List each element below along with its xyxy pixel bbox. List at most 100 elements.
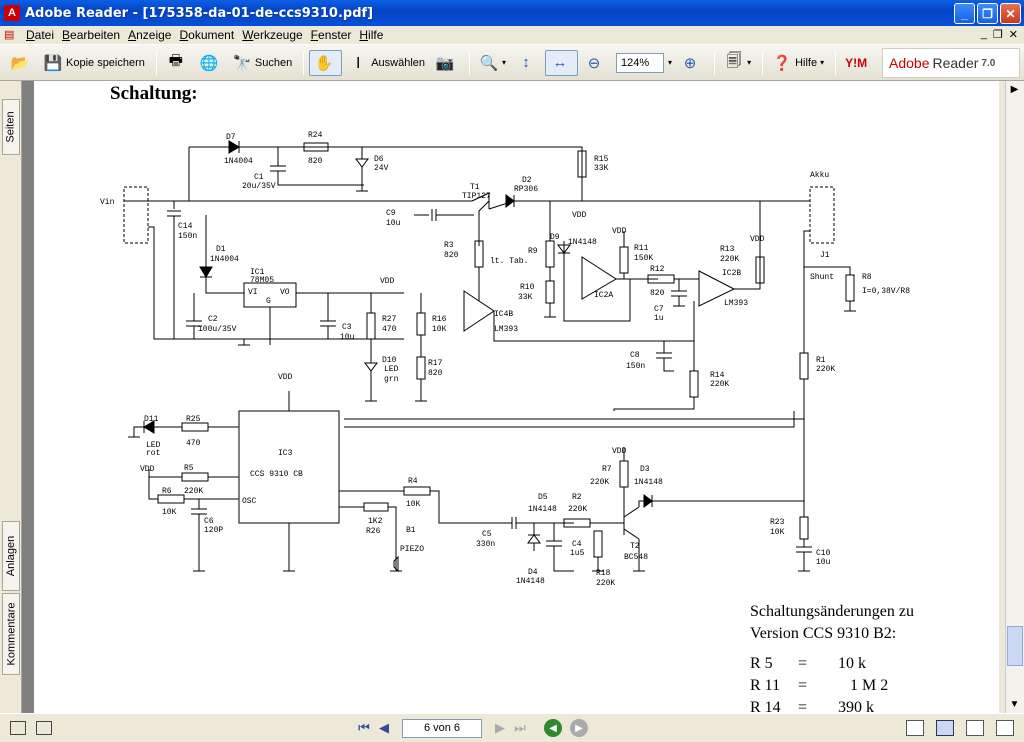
first-page-button[interactable]: ⏮ [358, 720, 370, 735]
forward-arrow-icon[interactable]: ▶ [570, 719, 588, 737]
open-button[interactable]: 📂 [6, 50, 37, 76]
b1-label: B1 [406, 526, 416, 535]
menu-dokument[interactable]: Dokument [179, 28, 235, 42]
page-indicator[interactable]: 6 von 6 [402, 718, 482, 738]
save-copy-label: Kopie speichern [66, 56, 145, 69]
c7-label: C7 [654, 305, 664, 314]
r27-value: 470 [382, 325, 397, 334]
fit-width-button[interactable]: ↔ [545, 49, 579, 76]
b1-value: PIEZO [400, 545, 424, 554]
status-bar: ⏮ ◀ 6 von 6 ▶ ⏭ ◀ ▶ [0, 713, 1024, 742]
previous-page-button[interactable]: ◀ [379, 720, 389, 735]
hand-tool-button[interactable]: ✋ [309, 49, 343, 76]
notes-title-line1: Schaltungsänderungen zu [750, 603, 914, 620]
r1-value: 220K [816, 365, 835, 374]
r11-value: 150K [634, 254, 653, 263]
facing-layout-button[interactable] [966, 720, 984, 736]
zoom-in-button[interactable]: ⊕ [676, 50, 707, 76]
zoom-in-tool-button[interactable]: 🔍▾ [475, 50, 510, 76]
tab-seiten-label: Seiten [5, 111, 18, 143]
revision-notes: Schaltungsänderungen zu Version CCS 9310… [750, 601, 914, 713]
scrollbar-thumb[interactable] [1007, 626, 1023, 666]
r14-label: R14 [710, 371, 725, 380]
adobe-reader-app-icon[interactable]: A [4, 5, 20, 21]
restore-button[interactable]: ❐ [977, 3, 998, 24]
menu-hilfe[interactable]: Hilfe [359, 28, 384, 42]
continuous-layout-button[interactable] [936, 720, 954, 736]
minimize-button[interactable]: _ [954, 3, 975, 24]
tab-seiten[interactable]: Seiten [2, 99, 20, 155]
r9-label: R9 [528, 247, 538, 256]
search-label: Suchen [254, 56, 293, 69]
r12-value: 820 [650, 289, 665, 298]
notes-ref: R 5 [750, 655, 773, 672]
r2-value: 220K [568, 505, 587, 514]
snapshot-button[interactable]: 📷 [431, 50, 462, 76]
show-navigation-icon[interactable] [10, 721, 26, 735]
d11-color: rot [146, 449, 160, 458]
r10-label: R10 [520, 283, 535, 292]
circuit-schematic: D7 1N4004 R24 820 D6 24V C1 20u/35V R15 … [100, 131, 910, 588]
doc-restore-button[interactable]: ❐ [992, 29, 1003, 41]
vdd-label-3: VDD [612, 227, 627, 236]
r23-label: R23 [770, 518, 785, 527]
tab-anlagen[interactable]: Anlagen [2, 521, 20, 591]
email-globe-icon: 🌐 [199, 54, 219, 72]
page-heading: Schaltung: [110, 83, 198, 104]
zoom-dropdown-icon[interactable]: ▾ [668, 58, 673, 67]
menu-anzeige[interactable]: Anzeige [128, 28, 172, 42]
menu-datei[interactable]: Datei [26, 28, 55, 42]
tab-kommentare[interactable]: Kommentare [2, 593, 20, 675]
actual-size-button[interactable]: ↕ [512, 50, 543, 76]
vertical-scrollbar[interactable]: ▶ ▼ [1005, 81, 1024, 713]
d10-color: grn [384, 375, 399, 384]
doc-minimize-button[interactable]: _ [980, 28, 987, 40]
r3-value: 820 [444, 251, 459, 260]
r4-value: 10K [406, 500, 421, 509]
doc-close-button[interactable]: ✕ [1008, 29, 1018, 41]
rotate-button[interactable]: 🗐▾ [720, 50, 755, 76]
next-page-button[interactable]: ▶ [495, 720, 505, 735]
notes-eq: = [798, 699, 808, 713]
zoom-level-input[interactable] [616, 52, 665, 73]
last-page-button[interactable]: ⏭ [514, 720, 526, 735]
single-page-layout-button[interactable] [906, 720, 924, 736]
toolbar-separator [762, 50, 764, 75]
scroll-down-arrow-icon[interactable]: ▼ [1009, 699, 1020, 710]
yahoo-toolbar-button[interactable]: Y!M [841, 50, 871, 76]
ic2b-type: LM393 [724, 299, 748, 308]
menu-fenster[interactable]: Fenster [310, 28, 352, 42]
search-button[interactable]: 🔭Suchen [228, 50, 296, 76]
notes-row: R 11=1 M 2 [750, 675, 914, 697]
floppy-disk-icon: 💾 [43, 54, 63, 72]
menu-bearbeiten[interactable]: Bearbeiten [62, 28, 121, 42]
d2-label: D2 [522, 176, 532, 185]
continuous-facing-layout-button[interactable] [996, 720, 1014, 736]
navigation-panel: Seiten Anlagen Kommentare [0, 81, 22, 713]
minus-circle-icon: ⊖ [587, 54, 601, 72]
close-button[interactable]: ✕ [1000, 3, 1021, 24]
r5-value: 220K [184, 487, 203, 496]
r16-label: R16 [432, 315, 447, 324]
ic1-g: G [266, 297, 271, 306]
page-thumbnail-icon[interactable] [36, 721, 52, 735]
menu-werkzeuge[interactable]: Werkzeuge [242, 28, 303, 42]
zoom-out-button[interactable]: ⊖ [580, 50, 611, 76]
d4-label: D4 [528, 568, 538, 577]
save-copy-button[interactable]: 💾Kopie speichern [39, 50, 149, 76]
chevron-down-icon: ▾ [820, 58, 825, 67]
ic2a-label: IC2A [594, 291, 613, 300]
print-button[interactable]: 🖶 [162, 50, 193, 76]
vdd-label-5: VDD [140, 465, 155, 474]
d5-value: 1N4148 [528, 505, 557, 514]
email-button[interactable]: 🌐 [195, 50, 226, 76]
scroll-right-arrow-icon[interactable]: ▶ [1010, 84, 1019, 95]
pdf-document-icon[interactable]: ▤ [4, 29, 15, 41]
hand-icon: ✋ [314, 54, 334, 72]
printer-icon: 🖶 [168, 52, 183, 69]
r15-value: 33K [594, 164, 609, 173]
help-button[interactable]: ❓Hilfe▾ [768, 50, 828, 76]
back-arrow-icon[interactable]: ◀ [544, 719, 562, 737]
